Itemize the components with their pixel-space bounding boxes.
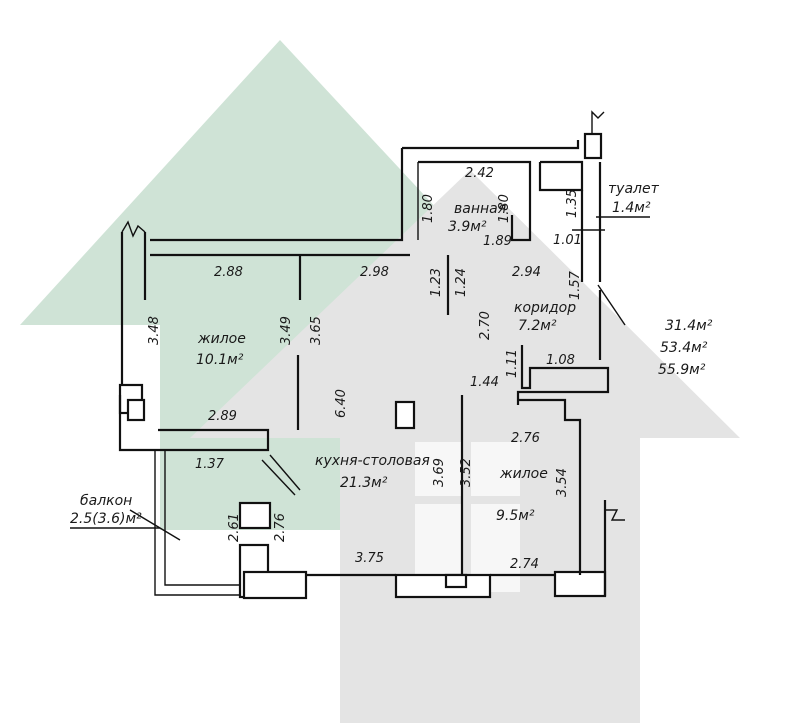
- dimension-labels: 2.42 1.80 1.80 1.35 1.89 1.01 2.88 2.98 …: [147, 166, 583, 572]
- total-area: 53.4м²: [660, 340, 708, 356]
- room-balcony-name: балкон: [80, 493, 132, 509]
- dim-3-52: 3.52: [459, 458, 474, 487]
- dim-1-80-right: 1.80: [497, 194, 512, 223]
- walls: [118, 110, 626, 600]
- dim-1-89: 1.89: [483, 234, 512, 249]
- dim-2-88: 2.88: [214, 265, 243, 280]
- room-living1-name: жилое: [197, 331, 246, 347]
- dim-2-74: 2.74: [510, 557, 539, 572]
- room-balcony-area: 2.5(3.6)м²: [70, 511, 142, 527]
- dim-1-80-left: 1.80: [421, 194, 436, 223]
- room-bathroom-name: ванная: [454, 201, 506, 217]
- room-living2-area: 9.5м²: [496, 508, 535, 524]
- room-kitchen-area: 21.3м²: [340, 475, 388, 491]
- room-labels: ванная 3.9м² туалет 1.4м² коридор 7.2м² …: [70, 181, 660, 529]
- dim-1-37: 1.37: [195, 457, 225, 472]
- dim-1-35: 1.35: [565, 189, 580, 218]
- total-area-with-balcony: 55.9м²: [658, 362, 706, 378]
- room-corridor-name: коридор: [514, 300, 576, 316]
- dim-2-76-corridor: 2.76: [511, 431, 540, 446]
- room-living1-area: 10.1м²: [196, 352, 244, 368]
- dim-6-40: 6.40: [334, 389, 349, 418]
- dim-1-11: 1.11: [505, 349, 520, 378]
- room-kitchen-name: кухня-столовая: [315, 453, 430, 469]
- room-toilet-area: 1.4м²: [612, 200, 651, 216]
- dim-2-42: 2.42: [465, 166, 494, 181]
- dim-2-61: 2.61: [227, 513, 242, 542]
- dim-3-48: 3.48: [147, 316, 162, 345]
- dim-1-23: 1.23: [429, 268, 444, 297]
- room-living2-name: жилое: [499, 466, 548, 482]
- dim-3-54: 3.54: [555, 468, 570, 497]
- dim-3-75: 3.75: [355, 551, 384, 566]
- dim-1-57: 1.57: [568, 270, 583, 300]
- dim-2-89: 2.89: [208, 409, 237, 424]
- dim-1-08: 1.08: [546, 353, 575, 368]
- dim-2-94: 2.94: [512, 265, 541, 280]
- dim-2-98: 2.98: [360, 265, 389, 280]
- room-toilet-name: туалет: [608, 181, 660, 197]
- dim-1-01: 1.01: [553, 233, 582, 248]
- dim-2-76-balcony: 2.76: [273, 513, 288, 542]
- dim-2-70: 2.70: [478, 311, 493, 340]
- room-corridor-area: 7.2м²: [518, 318, 557, 334]
- dim-3-65: 3.65: [309, 316, 324, 345]
- dim-1-44: 1.44: [470, 375, 499, 390]
- total-living-area: 31.4м²: [665, 318, 713, 334]
- dim-3-69: 3.69: [432, 458, 447, 487]
- room-bathroom-area: 3.9м²: [448, 219, 487, 235]
- dim-1-24: 1.24: [454, 268, 469, 297]
- dim-3-49: 3.49: [279, 316, 294, 345]
- area-totals: 31.4м² 53.4м² 55.9м²: [658, 318, 713, 378]
